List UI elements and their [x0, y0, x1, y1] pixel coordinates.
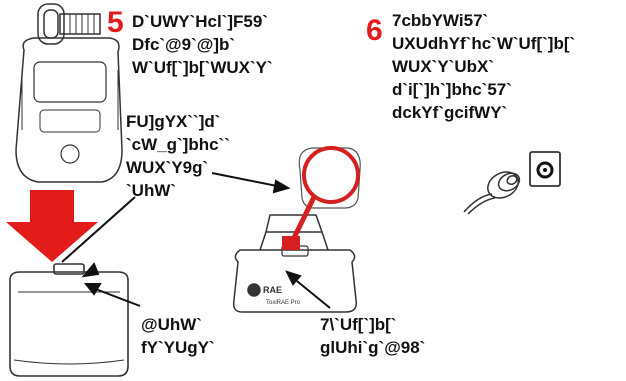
down-arrow-icon [6, 190, 98, 262]
case-icon [9, 263, 129, 377]
step6-line-2: UXUdhYf`hc`W`Uf[`]b[` [392, 34, 576, 53]
step5-line-3: W`Uf[`]b[`WUX`Y` [132, 58, 273, 77]
charger-model-label: ToxiRAE Pro [266, 300, 301, 306]
callout-latch-release: @UhW` fY`YUgY` [141, 313, 215, 359]
magnifier-icon [282, 146, 361, 250]
callout-charger-line-2: glUhi`g`@98` [320, 338, 426, 357]
step6-line-1: 7cbbYWi57` [392, 11, 489, 30]
power-socket-icon [529, 151, 561, 187]
callout-charging-status: 7\`Uf[`]b[` glUhi`g`@98` [320, 313, 425, 359]
callout-left-line-1: FU]gYX``]d` [126, 112, 221, 131]
callout-arrows [61, 172, 331, 309]
callout-case-line-2: fY`YUgY` [141, 338, 215, 357]
callout-left-line-4: `UhW` [126, 181, 177, 200]
callout-case-line-1: @UhW` [141, 315, 202, 334]
step5-number: 5 [107, 6, 124, 39]
step6-line-3: WUX`Y`UbX` [392, 57, 494, 76]
step6-line-4: d`i[`]h`]bhc`57` [392, 80, 512, 99]
callout-raised-clip: FU]gYX``]d` `cW_g`]bhc`` WUX`Y9g` `UhW` [126, 110, 230, 202]
step5-instructions: D`UWY`Hcl`]F59` Dfc`@9`@]b` W`Uf[`]b[`WU… [132, 10, 273, 79]
step5-line-1: D`UWY`Hcl`]F59` [132, 12, 268, 31]
callout-left-line-2: `cW_g`]bhc`` [126, 135, 230, 154]
callout-left-line-3: WUX`Y9g` [126, 158, 209, 177]
step6-line-5: dckYf`gcifWY` [392, 103, 508, 122]
charger-cradle-icon [232, 214, 358, 313]
step5-line-2: Dfc`@9`@]b` [132, 35, 236, 54]
step6-number: 6 [366, 14, 383, 47]
step6-instructions: 7cbbYWi57` UXUdhYf`hc`W`Uf[`]b[` WUX`Y`U… [392, 9, 575, 124]
charger-brand-label: RAE [263, 285, 282, 295]
gas-monitor-icon [15, 3, 123, 183]
callout-charger-line-1: 7\`Uf[`]b[` [320, 315, 397, 334]
power-plug-icon [463, 171, 521, 215]
